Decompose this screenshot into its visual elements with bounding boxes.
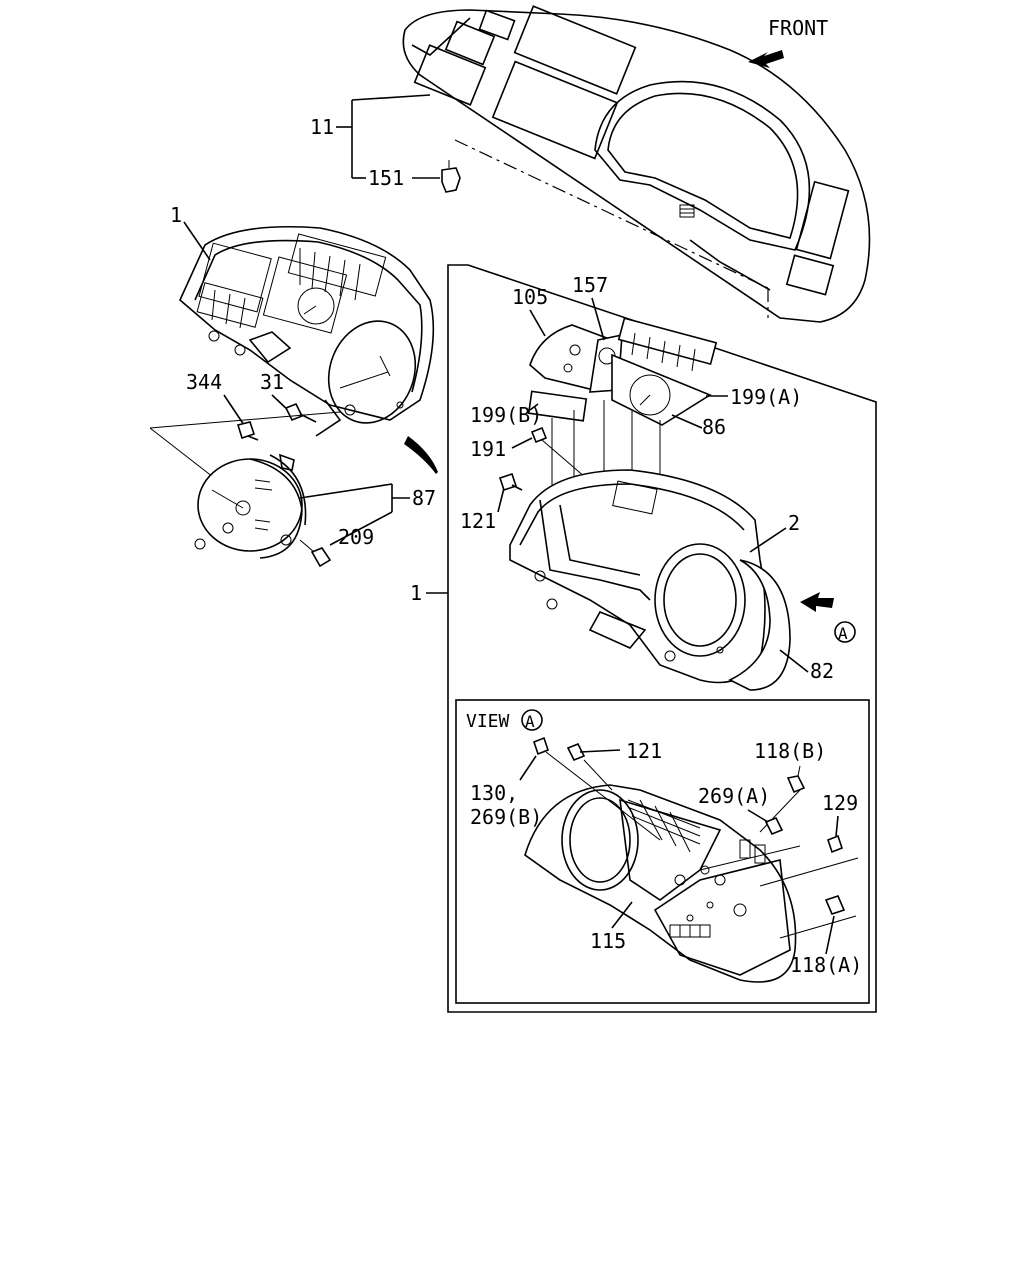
label-199a: 199(A) [730,385,802,409]
label-115: 115 [590,929,626,953]
callout-151: 151 [368,160,461,193]
indicator-grid-top [287,233,387,301]
callout-87: 87 [299,483,436,546]
view-a-inset: VIEW A [455,699,870,1004]
callout-118a: 118(A) [779,895,862,977]
callout-344: 344 [186,370,259,441]
label-2: 2 [788,511,800,535]
label-344: 344 [186,370,222,394]
label-11: 11 [310,115,334,139]
label-1-top: 1 [170,203,182,227]
label-269a: 269(A) [698,784,770,808]
label-105: 105 [512,285,548,309]
rear-cluster-illustration [524,784,797,983]
label-87: 87 [412,486,436,510]
label-121-view: 121 [626,739,662,763]
callout-191: 191 [470,426,601,491]
cluster-assembly-left [179,225,435,424]
callout-115: 115 [590,901,633,953]
indicator-strip-199a [617,317,718,372]
label-121: 121 [460,509,496,533]
cluster-housing-exploded [509,469,791,691]
label-82: 82 [810,659,834,683]
label-130: 130, [470,781,518,805]
label-118a: 118(A) [790,953,862,977]
label-31: 31 [260,370,284,394]
callout-121: 121 [460,472,523,533]
tachograph-illustration [194,453,307,559]
transition-arrow [404,436,438,474]
callout-130-269b: 130, 269(B) [470,736,661,841]
label-191: 191 [470,437,506,461]
label-157: 157 [572,273,608,297]
label-86: 86 [702,415,726,439]
label-1-side: 1 [410,581,422,605]
circle-a-label: A [838,624,848,643]
lens-parts [527,317,718,548]
label-269b: 269(B) [470,805,542,829]
view-a-arrow: A [800,592,856,643]
dash-cover-illustration [402,5,871,323]
label-118b: 118(B) [754,739,826,763]
front-label: FRONT [768,16,828,40]
label-199b: 199(B) [470,403,542,427]
callout-129: 129 [759,791,859,887]
view-label: VIEW [466,711,510,732]
callout-269a: 269(A) [698,784,801,871]
label-129: 129 [822,791,858,815]
callout-view-121: 121 [566,739,662,791]
view-a-circle-label: A [525,712,535,731]
pcb-mesh [627,799,701,853]
indicator-grid-left [196,282,264,329]
exploded-view-frame: 1 [410,264,877,1013]
label-209: 209 [338,525,374,549]
front-arrow: FRONT [748,16,828,68]
callout-209: 209 [299,525,374,568]
label-151: 151 [368,166,404,190]
callout-11: 11 [310,94,431,179]
